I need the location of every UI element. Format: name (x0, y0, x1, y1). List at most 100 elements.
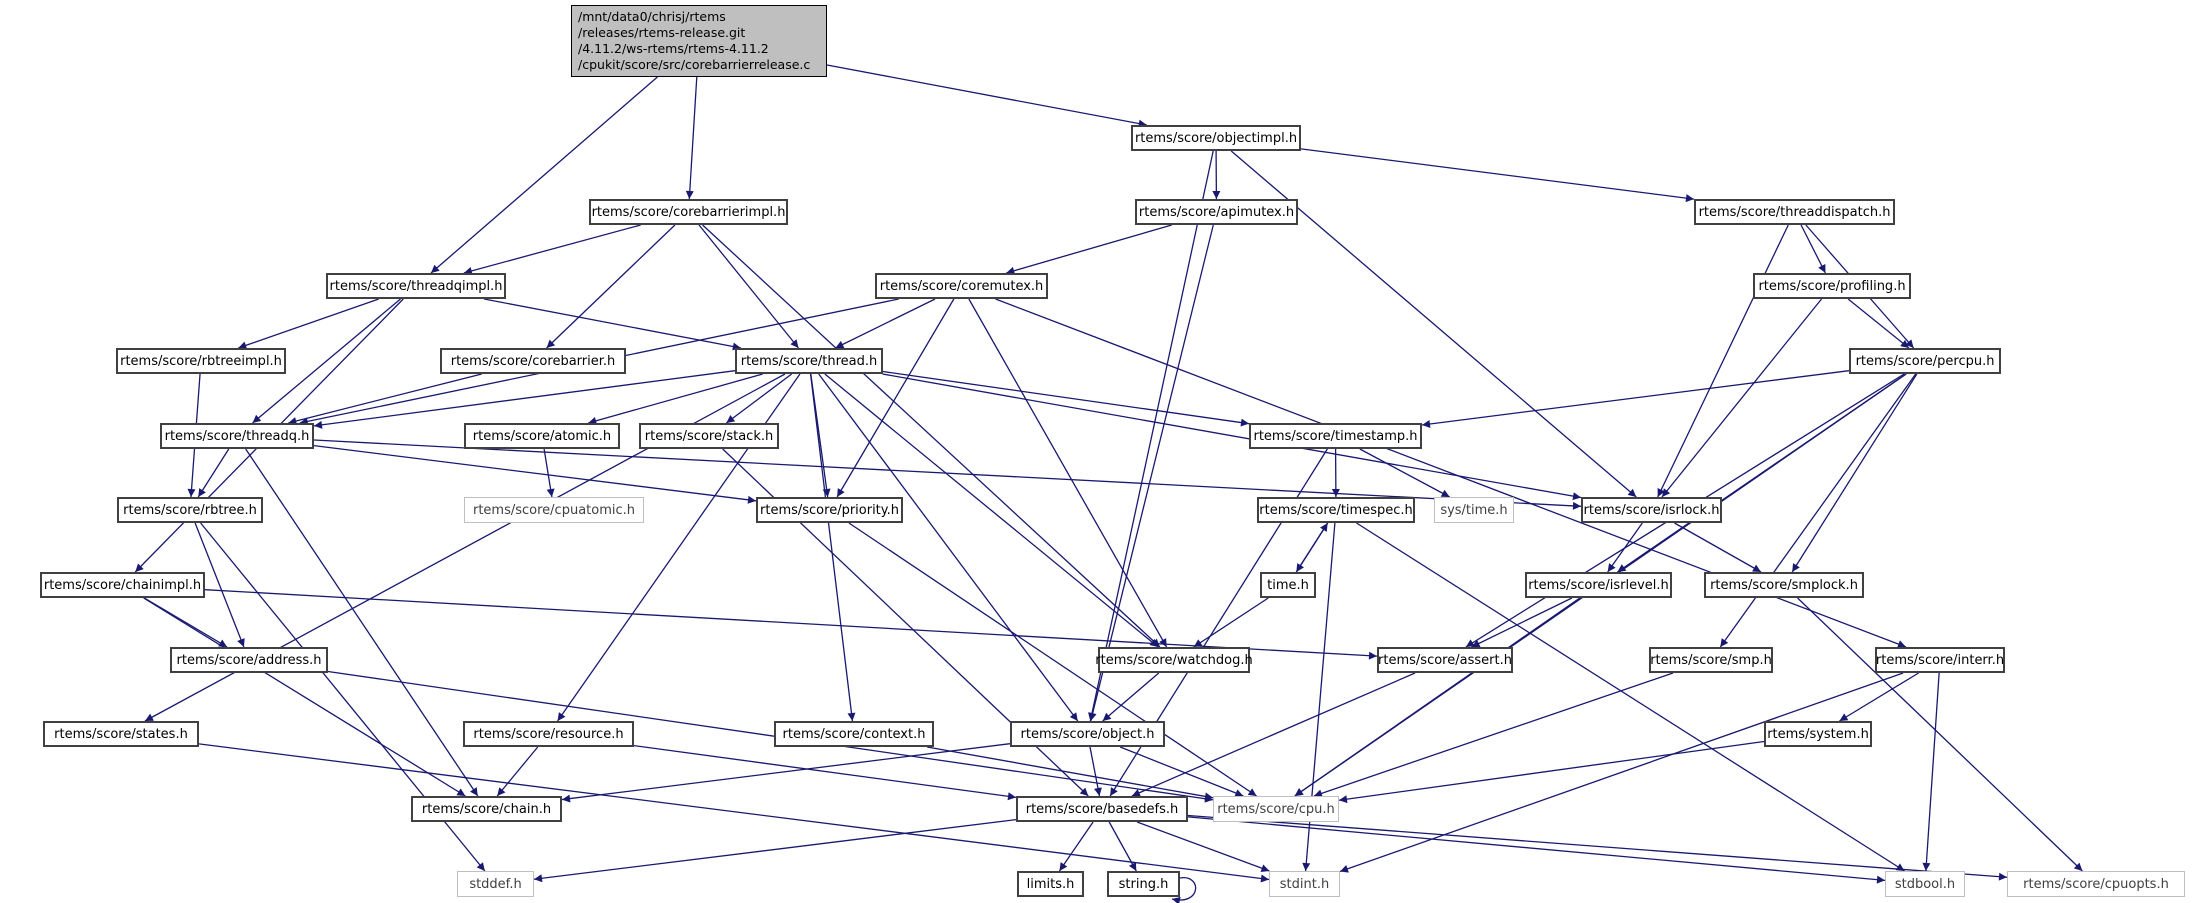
node-basedefs[interactable]: rtems/score/basedefs.h (1016, 796, 1188, 822)
node-threaddispatch[interactable]: rtems/score/threaddispatch.h (1694, 199, 1895, 225)
node-limits[interactable]: limits.h (1017, 871, 1084, 897)
edge-chainimpl-to-address (144, 597, 228, 648)
edge-corebarrier-to-threadq (288, 373, 482, 425)
edge-system-to-cpu (1338, 740, 1765, 804)
edge-isrlock-to-smplock (1674, 522, 1762, 573)
edge-interr-to-system (1839, 672, 1919, 722)
node-label: stdbool.h (1894, 876, 1956, 892)
node-label: rtems/score/states.h (54, 726, 188, 742)
edge-objectimpl-to-threaddispatch (1300, 148, 1695, 203)
edge-context-to-cpu (927, 746, 1214, 801)
edge-thread-to-timestamp (882, 370, 1250, 427)
node-time[interactable]: time.h (1260, 572, 1316, 598)
node-threadqimpl[interactable]: rtems/score/threadqimpl.h (326, 273, 506, 299)
edge-corebarrierimpl-to-watchdog (702, 224, 1161, 648)
edge-assert-to-basedefs (1131, 672, 1416, 797)
node-states[interactable]: rtems/score/states.h (43, 721, 199, 747)
node-smp[interactable]: rtems/score/smp.h (1649, 647, 1773, 673)
node-stddef[interactable]: stddef.h (457, 871, 534, 897)
node-stdbool[interactable]: stdbool.h (1885, 871, 1965, 897)
edge-threadqimpl-to-rbtreeimpl (238, 298, 379, 350)
edge-interr-to-stdbool (1922, 672, 1940, 872)
node-label: rtems/score/object.h (1020, 726, 1155, 742)
edge-coremutex-to-priority (836, 298, 955, 498)
edge-thread-to-atomic (588, 373, 763, 425)
edge-priority-to-cpu (848, 522, 1257, 797)
node-address[interactable]: rtems/score/address.h (170, 647, 328, 673)
edge-root-to-threadqimpl (430, 76, 658, 274)
edge-profiling-to-percpu (1847, 298, 1910, 349)
node-chainimpl[interactable]: rtems/score/chainimpl.h (40, 572, 205, 598)
node-context[interactable]: rtems/score/context.h (774, 721, 934, 747)
edge-profiling-to-isrlock (1661, 298, 1823, 498)
node-isrlevel[interactable]: rtems/score/isrlevel.h (1525, 572, 1672, 598)
node-label: rtems/score/chain.h (421, 801, 552, 817)
node-label: rtems/score/cpu.h (1217, 801, 1335, 817)
node-label: rtems/system.h (1767, 726, 1869, 742)
node-coremutex[interactable]: rtems/score/coremutex.h (875, 273, 1048, 299)
node-atomic[interactable]: rtems/score/atomic.h (464, 423, 620, 449)
edge-object-to-basedefs (1089, 746, 1102, 797)
node-timespec[interactable]: rtems/score/timespec.h (1257, 497, 1415, 523)
node-thread[interactable]: rtems/score/thread.h (735, 348, 883, 374)
node-watchdog[interactable]: rtems/score/watchdog.h (1095, 647, 1253, 673)
node-rbtreeimpl[interactable]: rtems/score/rbtreeimpl.h (116, 348, 286, 374)
root-line: /releases/rtems-release.git (578, 25, 746, 40)
node-cpuatomic[interactable]: rtems/score/cpuatomic.h (464, 497, 644, 523)
node-stack[interactable]: rtems/score/stack.h (639, 423, 779, 449)
node-string[interactable]: string.h (1107, 871, 1180, 897)
edge-percpu-to-smplock (1791, 373, 1918, 573)
node-timestamp[interactable]: rtems/score/timestamp.h (1249, 423, 1422, 449)
edge-percpu-to-timestamp (1421, 370, 1850, 428)
node-percpu[interactable]: rtems/score/percpu.h (1849, 348, 2001, 374)
node-corebarrier[interactable]: rtems/score/corebarrier.h (440, 348, 626, 374)
edge-basedefs-to-cpuopts (1187, 814, 2008, 881)
node-apimutex[interactable]: rtems/score/apimutex.h (1135, 199, 1298, 225)
node-label: rtems/score/timespec.h (1259, 502, 1413, 518)
node-label: time.h (1267, 577, 1309, 593)
root-line: /4.11.2/ws-rtems/rtems-4.11.2 (578, 41, 769, 56)
node-label: rtems/score/coremutex.h (879, 278, 1044, 294)
edge-states-to-stdint (198, 743, 1270, 883)
node-rbtree[interactable]: rtems/score/rbtree.h (117, 497, 263, 523)
node-corebarrierimpl[interactable]: rtems/score/corebarrierimpl.h (589, 199, 788, 225)
edge-apimutex-to-object (1088, 224, 1214, 722)
node-label: rtems/score/stack.h (644, 428, 774, 444)
edge-root-to-corebarrierimpl (685, 76, 698, 200)
edge-watchdog-to-object (1102, 672, 1160, 722)
node-profiling[interactable]: rtems/score/profiling.h (1753, 273, 1911, 299)
edge-chainimpl-to-assert (204, 589, 1378, 660)
node-chain[interactable]: rtems/score/chain.h (411, 796, 562, 822)
edge-threaddispatch-to-isrlock (1657, 224, 1789, 498)
node-threadq[interactable]: rtems/score/threadq.h (160, 423, 314, 449)
node-priority[interactable]: rtems/score/priority.h (756, 497, 903, 523)
edge-smp-to-cpu (1313, 672, 1674, 798)
edge-resource-to-chain (496, 746, 539, 797)
node-smplock[interactable]: rtems/score/smplock.h (1704, 572, 1864, 598)
edge-objectimpl-to-object (1088, 150, 1214, 722)
node-label: rtems/score/priority.h (760, 502, 899, 518)
node-cpu[interactable]: rtems/score/cpu.h (1213, 796, 1339, 822)
edge-coremutex-to-thread (835, 298, 936, 349)
node-interr[interactable]: rtems/score/interr.h (1875, 647, 2005, 673)
node-assert[interactable]: rtems/score/assert.h (1377, 647, 1513, 673)
edge-threadqimpl-to-thread (483, 298, 742, 351)
node-resource[interactable]: rtems/score/resource.h (463, 721, 634, 747)
node-cpuopts[interactable]: rtems/score/cpuopts.h (2007, 871, 2185, 897)
edge-thread-to-object (818, 373, 1079, 722)
edge-string-to-string (1171, 877, 1197, 903)
edge-objectimpl-to-isrlock (1230, 150, 1637, 498)
node-systime[interactable]: sys/time.h (1434, 497, 1514, 523)
node-root-file[interactable]: /mnt/data0/chrisj/rtems /releases/rtems-… (571, 5, 827, 77)
edge-interr-to-stdint (1339, 672, 1904, 873)
node-system[interactable]: rtems/system.h (1764, 721, 1872, 747)
node-object[interactable]: rtems/score/object.h (1010, 721, 1165, 747)
node-label: rtems/score/timestamp.h (1253, 428, 1418, 444)
node-isrlock[interactable]: rtems/score/isrlock.h (1581, 497, 1722, 523)
node-label: rtems/score/threaddispatch.h (1698, 204, 1891, 220)
edge-threadq-to-chain (245, 448, 479, 797)
node-stdint[interactable]: stdint.h (1269, 871, 1340, 897)
node-label: rtems/score/rbtreeimpl.h (120, 353, 282, 369)
node-objectimpl[interactable]: rtems/score/objectimpl.h (1131, 125, 1301, 151)
